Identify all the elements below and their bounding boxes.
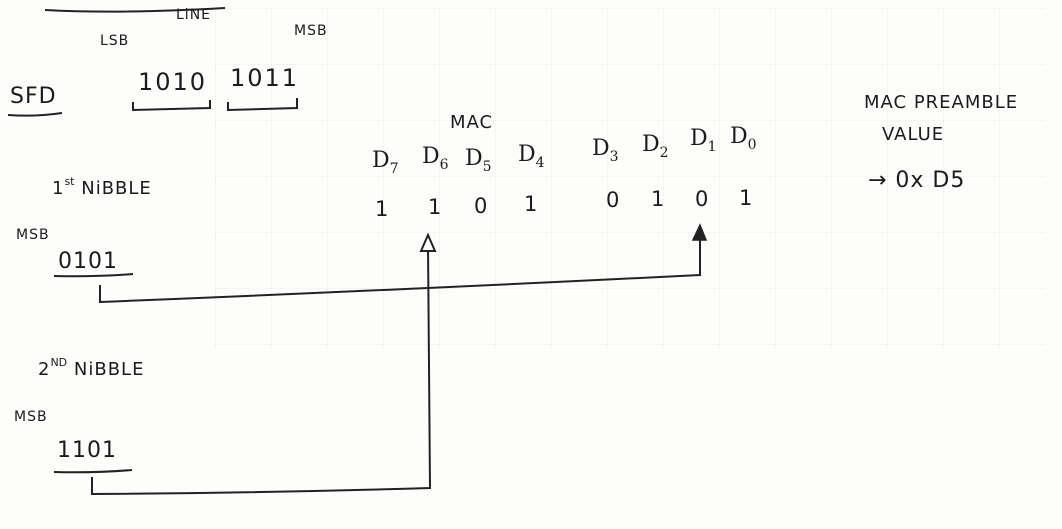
mac-header-d7: D7 <box>372 148 399 177</box>
arrow-d1 <box>691 223 708 241</box>
preamble-subtitle: VALUE <box>882 124 945 145</box>
nibble1-msb: MSB <box>16 227 50 243</box>
nibble1-label: NiBBLE <box>81 178 152 199</box>
nibble1-title: 1st NiBBLE <box>52 176 152 198</box>
nibble1-underline <box>53 273 134 278</box>
nibble1-connector <box>99 234 701 304</box>
mac-header-d4: D4 <box>518 142 545 171</box>
sfd-nibble-a: 1010 <box>138 68 208 96</box>
mac-header-d3: D3 <box>592 136 619 165</box>
nibble2-ordinal-suffix: ND <box>50 356 68 369</box>
sfd-bracket-b <box>227 98 298 112</box>
top-stroke <box>44 7 226 13</box>
mac-header-d5: D5 <box>465 146 492 175</box>
nibble1-ordinal-suffix: st <box>64 175 75 188</box>
mac-header-d6: D6 <box>422 144 449 173</box>
mac-title: MAC <box>450 112 494 133</box>
nibble1-ordinal: 1 <box>52 178 65 199</box>
preamble-value: → 0x D5 <box>868 168 966 193</box>
mac-bit-d4: 1 <box>524 192 538 216</box>
mac-header-d0: D0 <box>730 124 757 153</box>
line-label: LiNE <box>176 7 212 23</box>
sfd-underline <box>7 112 63 117</box>
mac-bit-d7: 1 <box>375 197 389 221</box>
nibble2-ordinal: 2 <box>38 359 51 380</box>
mac-bit-d2: 1 <box>651 187 665 211</box>
mac-header-d1: D1 <box>690 126 717 155</box>
mac-bit-d1: 0 <box>695 187 709 211</box>
nibble2-bits: 1101 <box>57 438 117 463</box>
arrow-d6 <box>419 232 437 252</box>
mac-bit-d6: 1 <box>428 195 442 219</box>
nibble1-bits: 0101 <box>58 249 118 274</box>
preamble-title: MAC PREAMBLE <box>864 92 1019 113</box>
sfd-nibble-b: 1011 <box>230 64 300 92</box>
lsb-label: LSB <box>100 33 130 49</box>
nibble2-connector <box>91 244 432 496</box>
nibble2-msb: MSB <box>14 409 48 425</box>
mac-bit-d0: 1 <box>739 186 753 210</box>
sfd-label: SFD <box>10 84 57 109</box>
sfd-bracket-a <box>132 100 211 112</box>
msb-label: MSB <box>294 23 328 39</box>
mac-bit-d3: 0 <box>606 188 620 212</box>
nibble2-underline <box>53 469 133 474</box>
nibble2-label: NiBBLE <box>73 359 145 380</box>
mac-header-d2: D2 <box>642 132 669 161</box>
mac-bit-d5: 0 <box>474 194 488 218</box>
nibble2-title: 2ND NiBBLE <box>38 357 144 379</box>
